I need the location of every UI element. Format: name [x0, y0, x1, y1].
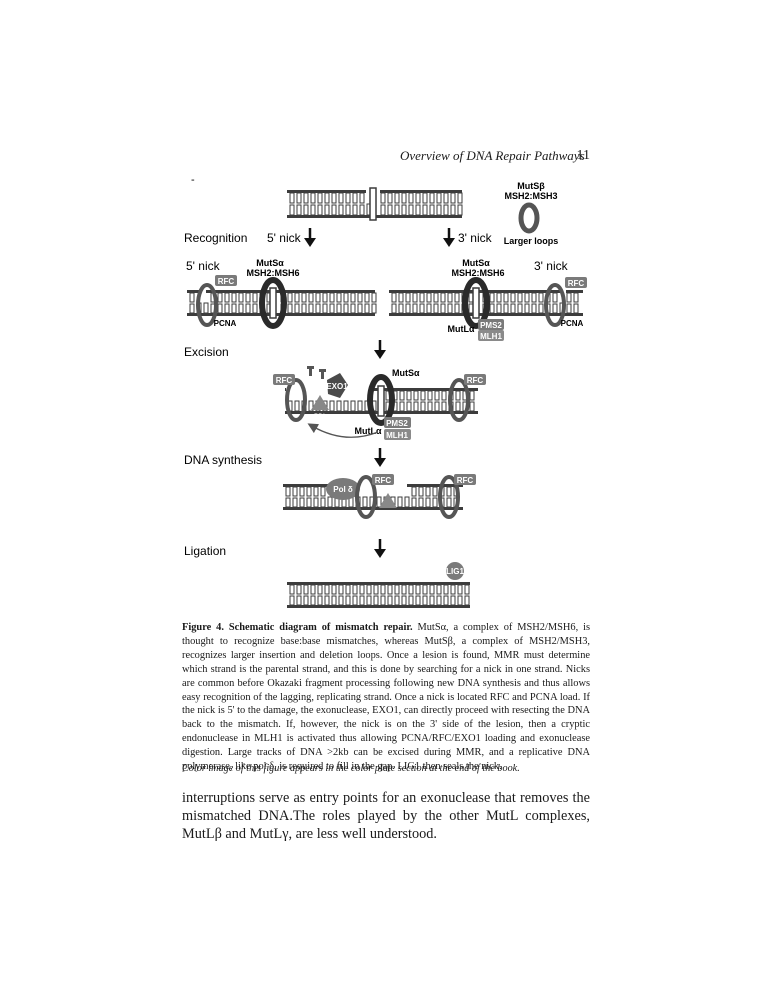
pms2-label-top: PMS2	[480, 321, 502, 330]
pcna-ring-excision	[285, 378, 307, 422]
pcna-ring-excision-right	[448, 378, 470, 422]
arrow-right-down	[443, 228, 455, 247]
rfc-box-synthesis-left	[372, 474, 394, 485]
mutla-label-excision: MutLα	[354, 426, 381, 436]
stage-ligation: Ligation	[184, 544, 226, 558]
pol-delta-shape	[326, 478, 360, 500]
arrow-left-down	[304, 228, 316, 247]
curved-arrow	[307, 423, 379, 438]
arrow-synthesis	[374, 448, 386, 467]
lig1-shape	[446, 562, 464, 580]
mutsa-ring-excision	[367, 374, 395, 426]
mlh1-label-excision: MLH1	[386, 431, 408, 440]
nick-3-label-top: 3' nick	[458, 231, 493, 245]
running-title: Overview of DNA Repair Pathways	[400, 148, 585, 163]
pol-delta-label: Pol δ	[333, 485, 353, 494]
rfc-box-right	[565, 277, 587, 288]
pcna-ring-synthesis-right	[438, 475, 460, 519]
rfc-box-excision-right	[464, 374, 486, 385]
excised-nucleotides	[307, 366, 326, 379]
rfc-box-left	[215, 275, 237, 286]
mutsa-label-right: MutSα	[462, 258, 490, 268]
arrow-ligation	[374, 539, 386, 558]
caption-label: Figure 4. Schematic diagram of mismatch …	[182, 622, 413, 633]
rpa-triangle-excision	[311, 395, 329, 410]
exo1-label: EXO1	[326, 382, 348, 391]
stray-mark: -	[191, 174, 195, 186]
pcna-ring-left	[196, 283, 218, 327]
pms2-box-excision	[384, 417, 411, 428]
dna-duplex-top	[287, 187, 463, 221]
mutsb-ring	[518, 202, 540, 234]
rpa-triangle-synthesis	[379, 493, 397, 508]
nick-3-label: 3' nick	[534, 259, 569, 273]
running-header: Overview of DNA Repair Pathways 11	[400, 148, 590, 164]
stage-dna-synthesis: DNA synthesis	[184, 453, 262, 467]
stage-excision: Excision	[184, 345, 229, 359]
mismatch-repair-figure: - MutSβ MSH2:MSH3 Larger loops Recogniti…	[184, 174, 587, 608]
mlh1-box-top	[478, 330, 504, 341]
color-plate-note: Color image of this figure appears in th…	[182, 763, 520, 774]
pcna-ring-right	[544, 283, 566, 327]
mutsa-label-excision: MutSα	[392, 368, 420, 378]
rfc-label-synthesis-left: RFC	[375, 476, 392, 485]
rfc-box-excision-left	[273, 374, 295, 385]
msh2-msh3-label: MSH2:MSH3	[504, 191, 557, 201]
pms2-label-excision: PMS2	[386, 419, 408, 428]
pms2-box-top	[478, 319, 504, 330]
pcna-label-left: PCNA	[214, 319, 237, 328]
mutsa-ring-right	[462, 277, 490, 329]
exo1-shape	[327, 373, 348, 398]
rfc-label-left: RFC	[218, 277, 235, 286]
stage-recognition: Recognition	[184, 231, 247, 245]
pcna-label-right: PCNA	[561, 319, 584, 328]
rfc-label-excision-left: RFC	[276, 376, 293, 385]
pcna-ring-synthesis	[355, 475, 377, 519]
rpa-label-synthesis: RPA	[382, 513, 394, 519]
mutsa-ring-left	[259, 277, 287, 329]
rfc-box-synthesis-right	[454, 474, 476, 485]
dna-duplex-ligation	[287, 582, 470, 608]
mutsa-label-left: MutSα	[256, 258, 284, 268]
page-number: 11	[576, 148, 590, 163]
nick-5-label: 5' nick	[186, 259, 221, 273]
mutla-label-top: MutLα	[447, 324, 474, 334]
rfc-label-excision-right: RFC	[467, 376, 484, 385]
body-paragraph: interruptions serve as entry points for …	[182, 790, 590, 843]
mlh1-box-excision	[384, 429, 411, 440]
figure-caption: Figure 4. Schematic diagram of mismatch …	[182, 621, 590, 774]
lig1-label: LIG1	[446, 567, 464, 576]
msh2-msh6-label-left: MSH2:MSH6	[246, 268, 299, 278]
larger-loops-label: Larger loops	[504, 236, 559, 246]
mutsb-label: MutSβ	[517, 181, 545, 191]
rfc-label-right: RFC	[568, 279, 585, 288]
caption-text: MutSα, a complex of MSH2/MSH6, is though…	[182, 622, 591, 773]
rpa-label-excision: RPA	[314, 414, 326, 420]
mlh1-label-top: MLH1	[480, 332, 502, 341]
nick-5-label-top: 5' nick	[267, 231, 302, 245]
msh2-msh6-label-right: MSH2:MSH6	[451, 268, 504, 278]
rfc-label-synthesis-right: RFC	[457, 476, 474, 485]
arrow-excision	[374, 340, 386, 359]
